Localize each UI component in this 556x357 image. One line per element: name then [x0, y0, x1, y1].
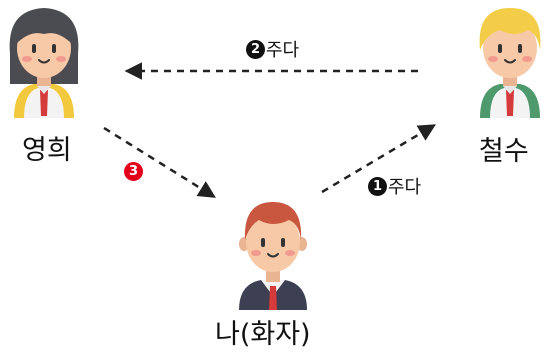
- step-2-badge: 2: [246, 39, 265, 59]
- younghee-name: 영희: [22, 135, 72, 166]
- businessman-avatar-icon: [239, 202, 307, 310]
- step-3-label: 3: [124, 162, 143, 181]
- boy-avatar-icon: [479, 8, 541, 118]
- step-1-badge: 1: [368, 176, 387, 196]
- step-1-text: 주다: [388, 177, 422, 198]
- step-1-label: 1 주다: [368, 173, 421, 199]
- arrow-me-to-cheolsu: [321, 124, 437, 194]
- step-3-badge: 3: [124, 162, 143, 181]
- step-2-text: 주다: [266, 40, 300, 61]
- girl-avatar-icon: [9, 8, 79, 118]
- me-name: 나(화자): [215, 319, 311, 350]
- cheolsu-name: 철수: [479, 136, 529, 167]
- arrow-younghee-to-me: [103, 126, 216, 198]
- step-2-label: 2 주다: [246, 36, 299, 62]
